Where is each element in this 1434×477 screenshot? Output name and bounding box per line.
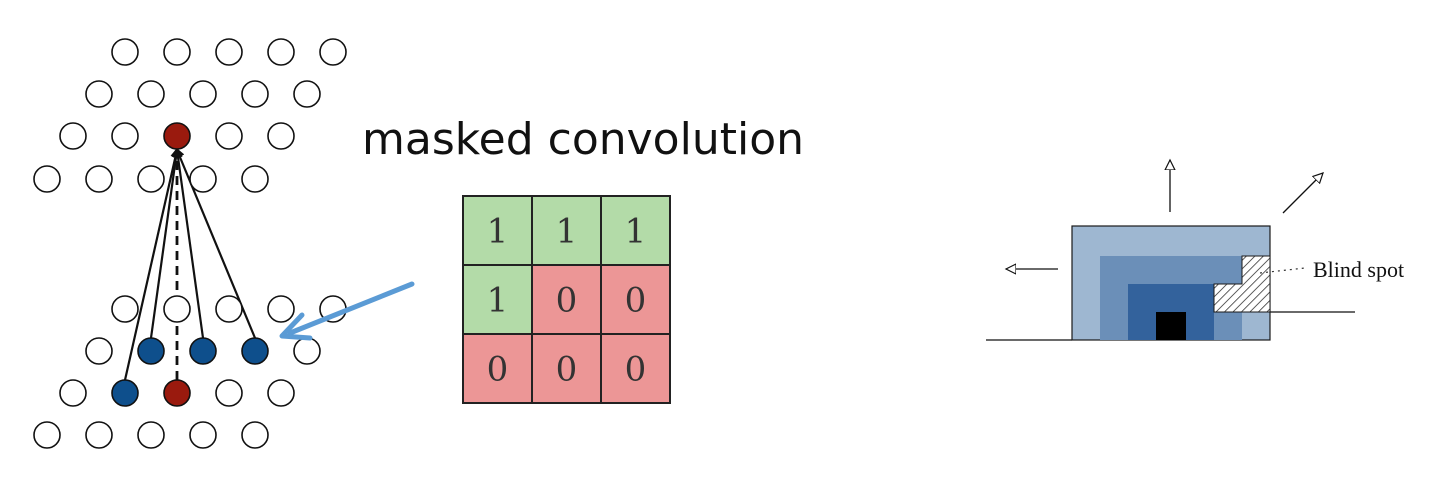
lattice-pixel: [137, 80, 165, 108]
lattice-pixel: [189, 80, 217, 108]
dependency-arrow: [173, 147, 205, 339]
lattice-pixel: [267, 295, 295, 323]
context-pixel: [111, 379, 139, 407]
mask-cell: [462, 195, 533, 266]
mask-cell-value: 0: [625, 350, 647, 390]
lattice-pixel: [163, 38, 191, 66]
mask-cell-value: 0: [556, 350, 578, 390]
lattice-pixel: [215, 38, 243, 66]
dependency-arrow: [149, 147, 181, 339]
mask-cell-value: 1: [487, 281, 509, 321]
pointer-arrow: [287, 281, 415, 336]
lattice-pixel: [241, 165, 269, 193]
current-pixel: [1156, 312, 1186, 340]
pointer-arrow-head: [279, 312, 313, 341]
lattice-pixel: [293, 80, 321, 108]
blind-spot-label: Blind spot: [1313, 257, 1404, 282]
mask-grid: 1 1 1 1 0 0 0 0 0: [462, 195, 671, 404]
lattice-pixel: [137, 165, 165, 193]
mask-cell-value: 0: [556, 281, 578, 321]
lattice-pixel: [241, 421, 269, 449]
growth-arrow-diagonal: [1282, 173, 1323, 214]
mask-cell-value: 1: [487, 212, 509, 252]
lattice-pixel: [111, 295, 139, 323]
lattice-pixel: [111, 38, 139, 66]
mask-cell-value: 0: [487, 350, 509, 390]
lattice-pixel: [163, 295, 191, 323]
dependency-arrow: [123, 147, 181, 381]
lattice-pixel: [85, 337, 113, 365]
context-pixel: [189, 337, 217, 365]
lattice-pixel: [267, 379, 295, 407]
blind-spot-leader: [1259, 267, 1306, 274]
lattice-pixel: [215, 379, 243, 407]
mask-cell: [531, 195, 602, 266]
context-pixel: [241, 337, 269, 365]
lattice-pixel: [189, 165, 217, 193]
lattice-pixel: [267, 122, 295, 150]
lattice-pixel: [241, 80, 269, 108]
mask-cell: [531, 333, 602, 404]
lattice-pixel: [33, 421, 61, 449]
mask-cell-value: 1: [556, 212, 578, 252]
mask-cell-value: 1: [625, 212, 647, 252]
lattice-pixel: [59, 122, 87, 150]
mask-title: masked convolution: [362, 114, 804, 165]
mask-cell-value: 0: [625, 281, 647, 321]
blind-spot-diagram: Blind spot: [986, 160, 1404, 341]
target-pixel: [163, 379, 191, 407]
context-pixel: [137, 337, 165, 365]
blind-spot-region: [1213, 255, 1271, 313]
lattice-pixel: [189, 421, 217, 449]
lattice-pixel: [85, 421, 113, 449]
mask-cell: [600, 333, 671, 404]
lattice-pixel: [267, 38, 295, 66]
target-pixel: [163, 122, 191, 150]
lattice-pixel: [111, 122, 139, 150]
lattice-pixel: [215, 295, 243, 323]
mask-cell: [600, 264, 671, 335]
mask-cell: [462, 333, 533, 404]
lattice-pixel: [85, 165, 113, 193]
lattice-pixel: [137, 421, 165, 449]
lattice-pixel: [293, 337, 321, 365]
lattice-pixel: [215, 122, 243, 150]
lattice-pixel: [85, 80, 113, 108]
lattice-pixel: [59, 379, 87, 407]
lattice-pixel: [319, 38, 347, 66]
lattice-pixel: [33, 165, 61, 193]
pixel-lattice: [33, 38, 347, 449]
